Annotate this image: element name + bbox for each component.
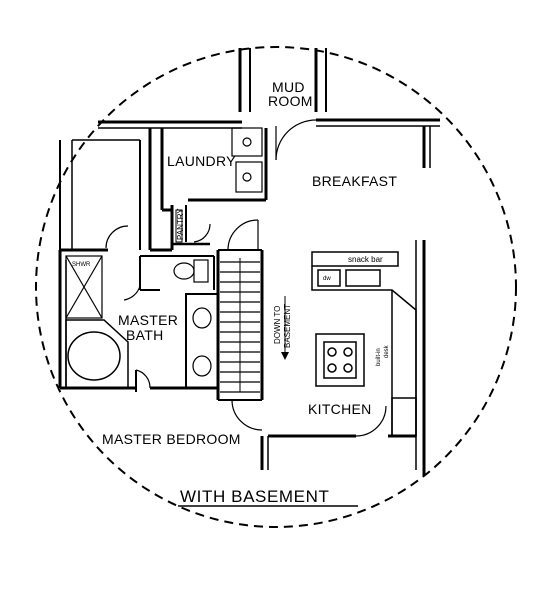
kitchen-label: KITCHEN [308, 401, 372, 417]
master-bath-label-line2: BATH [126, 327, 164, 343]
snack-bar-label: snack bar [348, 255, 383, 264]
stair-note-line1: DOWN TO [273, 306, 282, 344]
pantry-shelf [175, 209, 183, 243]
stair-arrow-head-icon [281, 352, 289, 360]
master-bath-label-line1: MASTER [118, 312, 178, 328]
shower-label: SHWR [72, 262, 91, 268]
mud-room-label-line2: ROOM [268, 93, 313, 109]
kitchen-island [315, 333, 365, 387]
shower [65, 255, 103, 319]
vanity-sinks [192, 307, 212, 377]
kitchen-counters [311, 251, 417, 437]
counter-note-line1: built-in [376, 348, 382, 366]
dishwasher-label: dw [323, 276, 331, 282]
toilet [173, 259, 209, 283]
plan-caption: WITH BASEMENT [180, 487, 329, 506]
detail-boundary-circle [35, 46, 517, 528]
breakfast-label: BREAKFAST [312, 173, 397, 189]
master-bedroom-label: MASTER BEDROOM [102, 431, 241, 447]
bathtub [65, 319, 129, 389]
laundry-fixtures [231, 127, 263, 193]
counter-note-line2: desk [384, 344, 390, 358]
stair-note-line2: BASEMENT [283, 304, 292, 348]
laundry-label: LAUNDRY [167, 153, 236, 169]
doors [105, 119, 387, 437]
mud-room-label-line1: MUD [272, 79, 305, 95]
pantry-label: PANTRY [176, 208, 185, 240]
